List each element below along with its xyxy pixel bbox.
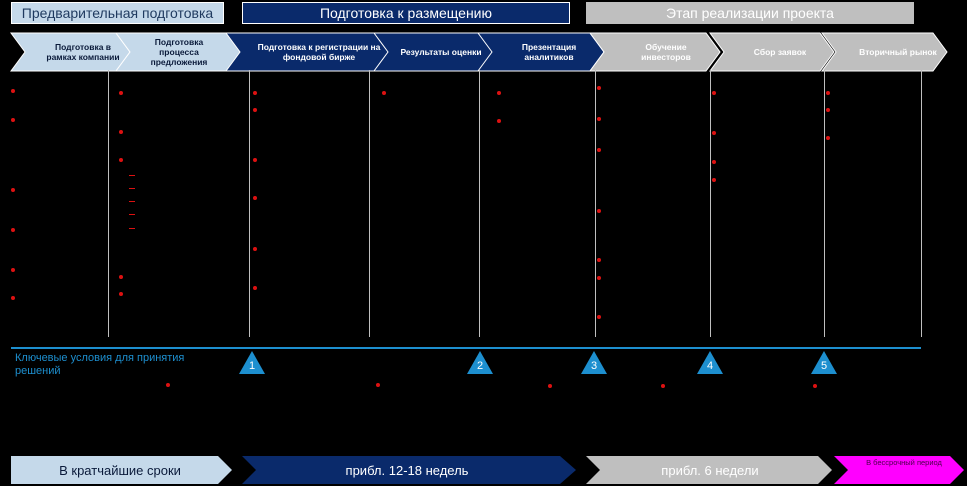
bullet-dot: [253, 286, 257, 290]
column-divider: [249, 70, 250, 337]
sub-bullet-dash: [129, 228, 135, 229]
bullet-dot: [597, 315, 601, 319]
bullet-dot: [712, 91, 716, 95]
sub-bullet-dash: [129, 188, 135, 189]
step-label-valuation-results: Результаты оценки: [400, 47, 482, 57]
duration-label-pre: В кратчайшие сроки: [59, 462, 181, 478]
milestone-triangle: [697, 351, 723, 374]
milestone-triangle: [239, 351, 265, 374]
bullet-dot: [712, 178, 716, 182]
bullet-dot: [813, 384, 817, 388]
bullet-dot: [826, 91, 830, 95]
milestone-number: 5: [820, 360, 828, 372]
step-label-internal-preparation: Подготовка в рамках компании: [46, 42, 120, 62]
column-divider: [921, 70, 922, 337]
bullet-dot: [119, 292, 123, 296]
step-label-exchange-registration: Подготовка к регистрации на фондовой бир…: [257, 42, 381, 62]
bullet-dot: [11, 228, 15, 232]
bullet-dot: [119, 91, 123, 95]
milestone-triangle: [581, 351, 607, 374]
step-label-investor-education: Обучение инвесторов: [641, 42, 691, 62]
milestone-triangle: [467, 351, 493, 374]
bullet-dot: [597, 258, 601, 262]
bullet-dot: [253, 158, 257, 162]
bullet-dot: [597, 276, 601, 280]
bullet-dot: [11, 89, 15, 93]
bullet-dot: [253, 247, 257, 251]
column-divider: [369, 70, 370, 337]
bullet-dot: [712, 160, 716, 164]
bullet-dot: [11, 268, 15, 272]
key-conditions-label: Ключевые условия для принятия решений: [15, 352, 185, 377]
phase-header-label: Этап реализации проекта: [666, 5, 834, 21]
bullet-dot: [253, 91, 257, 95]
milestone-number: 1: [248, 360, 256, 372]
duration-arrow-implementation: [586, 456, 832, 484]
column-divider: [108, 70, 109, 337]
bullet-dot: [597, 117, 601, 121]
phase-header-pre-preparation: Предварительная подготовка: [11, 2, 224, 24]
milestone-number: 2: [476, 360, 484, 372]
phase-header-placement-preparation: Подготовка к размещению: [242, 2, 570, 24]
step-label-analyst-presentation: Презентация аналитиков: [521, 42, 577, 62]
duration-arrow-indefinite: [834, 456, 964, 484]
step-label-book-building: Сбор заявок: [753, 47, 807, 57]
bullet-dot: [119, 275, 123, 279]
bullet-dot: [661, 384, 665, 388]
bullet-dot: [11, 296, 15, 300]
duration-label-indefinite: В бессрочный период: [866, 458, 942, 467]
bullet-dot: [597, 148, 601, 152]
bullet-dot: [548, 384, 552, 388]
milestone-triangle: [811, 351, 837, 374]
duration-arrow-placement: [242, 456, 576, 484]
bullet-dot: [11, 188, 15, 192]
milestone-number: 3: [590, 360, 598, 372]
phase-header-implementation: Этап реализации проекта: [586, 2, 914, 24]
column-divider: [479, 70, 480, 337]
step-chevron-investor-education: [589, 32, 721, 72]
bullet-dot: [826, 108, 830, 112]
bullet-dot: [597, 86, 601, 90]
duration-label-placement: прибл. 12-18 недель: [345, 462, 469, 478]
bullet-dot: [166, 383, 170, 387]
column-divider: [824, 70, 825, 337]
bullet-dot: [497, 119, 501, 123]
milestone-number: 4: [706, 360, 714, 372]
bullet-dot: [119, 158, 123, 162]
bullet-dot: [119, 130, 123, 134]
bullet-dot: [253, 108, 257, 112]
phase-header-label: Подготовка к размещению: [319, 5, 493, 21]
step-label-offering-process: Подготовка процесса предложения: [150, 37, 208, 67]
bullet-dot: [253, 196, 257, 200]
column-divider: [595, 70, 596, 337]
column-divider: [710, 70, 711, 337]
bullet-dot: [11, 118, 15, 122]
bullet-dot: [497, 91, 501, 95]
bullet-dot: [597, 209, 601, 213]
bullet-dot: [826, 136, 830, 140]
duration-label-implementation: прибл. 6 недели: [661, 462, 759, 478]
step-chevron-book-building: [709, 32, 835, 72]
duration-arrow-pre: [11, 456, 232, 484]
bullet-dot: [382, 91, 386, 95]
phase-header-label: Предварительная подготовка: [21, 5, 214, 21]
bullet-dot: [712, 131, 716, 135]
step-label-secondary-market: Вторичный рынок: [859, 47, 937, 57]
sub-bullet-dash: [129, 175, 135, 176]
sub-bullet-dash: [129, 214, 135, 215]
bullet-dot: [376, 383, 380, 387]
sub-bullet-dash: [129, 201, 135, 202]
step-chevron-secondary-market: [821, 32, 948, 72]
